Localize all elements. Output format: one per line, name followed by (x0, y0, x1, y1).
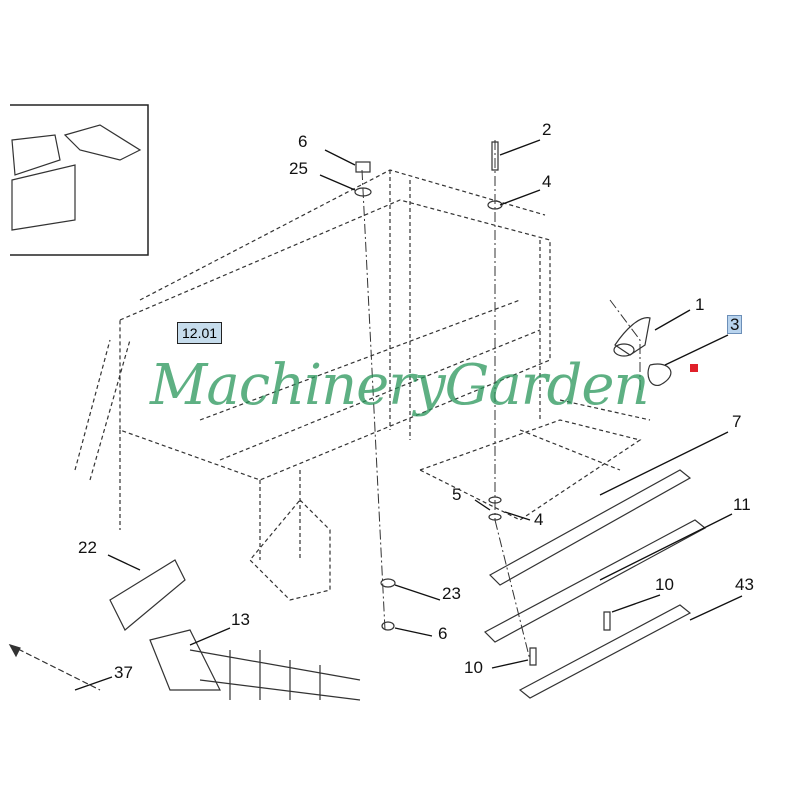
callout-10b[interactable]: 10 (464, 658, 483, 677)
callout-4[interactable]: 4 (542, 172, 552, 191)
callout-22[interactable]: 22 (78, 538, 97, 557)
callout-6b[interactable]: 6 (438, 624, 448, 643)
bracket-assembly (149, 629, 361, 701)
callout-10[interactable]: 10 (655, 575, 674, 594)
callout-25[interactable]: 25 (289, 159, 308, 178)
assembly-lines (361, 140, 641, 661)
callout-3-highlighted[interactable]: 3 (727, 315, 743, 334)
callout-1[interactable]: 1 (695, 295, 705, 314)
callout-2[interactable]: 2 (542, 120, 552, 139)
inset-thumbnail (10, 104, 149, 256)
marker-dot (690, 364, 698, 372)
callout-11[interactable]: 11 (733, 495, 751, 514)
baler-frame (74, 169, 651, 601)
arrow-head-icon (8, 644, 21, 658)
direction-arrow (9, 644, 101, 691)
callout-43[interactable]: 43 (735, 575, 754, 594)
reference-box[interactable]: 12.01 (177, 322, 223, 344)
callout-6[interactable]: 6 (298, 132, 308, 151)
leader-lines (74, 139, 743, 691)
callout-37[interactable]: 37 (114, 663, 133, 682)
callout-13[interactable]: 13 (231, 610, 250, 629)
callout-7[interactable]: 7 (732, 412, 742, 431)
hardware (354, 141, 672, 666)
callout-23[interactable]: 23 (442, 584, 461, 603)
callout-4b[interactable]: 4 (534, 510, 544, 529)
watermark: MachineryGarden (150, 353, 650, 418)
callout-5[interactable]: 5 (452, 485, 462, 504)
cover-plate (109, 559, 186, 631)
